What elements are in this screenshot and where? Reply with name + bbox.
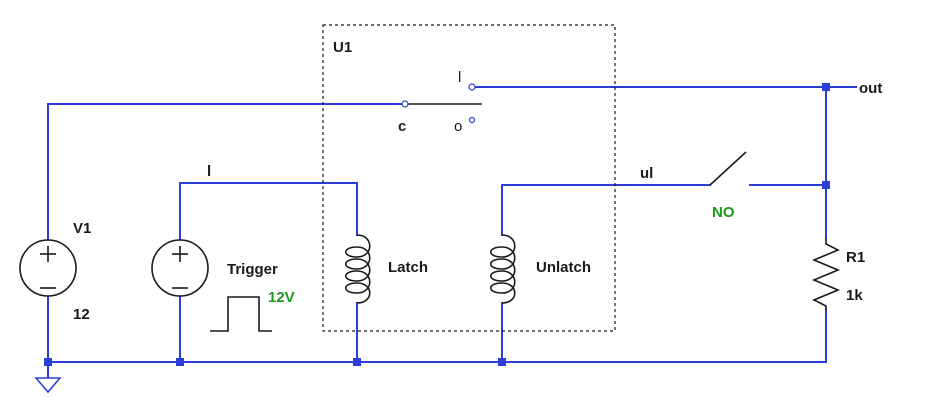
v1-value: 12 [73, 306, 90, 323]
trigger-name: Trigger [227, 261, 278, 278]
v1-name: V1 [73, 220, 91, 237]
wires [47, 86, 857, 378]
junction-dot [822, 181, 830, 189]
v1-body [19, 239, 77, 297]
junction-dot [498, 358, 506, 366]
pin-c-terminal [401, 100, 409, 108]
u1-label: U1 [333, 39, 352, 56]
trigger-value: 12V [268, 289, 295, 306]
r1-value: 1k [846, 287, 863, 304]
ground-icon [34, 377, 62, 394]
net-out-label: out [859, 80, 882, 97]
resistor-r1: R1 1k [811, 238, 865, 310]
unlatch-coil: Unlatch [489, 234, 591, 304]
pin-c-label: c [398, 118, 406, 135]
latch-coil-winding [344, 234, 371, 304]
r1-name: R1 [846, 249, 865, 266]
no-switch: NO [709, 151, 747, 221]
voltage-source-v1: V1 12 [19, 220, 91, 323]
junction-dot [353, 358, 361, 366]
pin-o-terminal [468, 116, 476, 124]
unlatch-coil-winding [489, 234, 516, 304]
pin-o-label: o [454, 118, 462, 135]
latch-coil: Latch [344, 234, 428, 304]
trigger-body [151, 239, 209, 297]
relay-contacts: c l o [398, 69, 482, 135]
wire-unlatch-top [501, 184, 711, 236]
no-switch-blade [709, 151, 747, 186]
junction-dot [822, 83, 830, 91]
latch-label: Latch [388, 259, 428, 276]
pin-l-terminal [468, 83, 476, 91]
unlatch-label: Unlatch [536, 259, 591, 276]
pin-l-label: l [458, 69, 461, 86]
wire-trigger-to-latch [179, 182, 358, 246]
junction-dot [44, 358, 52, 366]
u1-boundary [322, 24, 616, 332]
pulse-waveform-icon [210, 296, 272, 332]
voltage-source-trigger: Trigger 12V [151, 239, 295, 332]
net-l-label: l [207, 163, 211, 180]
wire-v1-to-c [47, 103, 406, 246]
junctions [44, 83, 830, 366]
switch-type-label: NO [712, 204, 735, 221]
junction-dot [176, 358, 184, 366]
r1-zigzag [811, 238, 841, 310]
net-ul-label: ul [640, 165, 653, 182]
